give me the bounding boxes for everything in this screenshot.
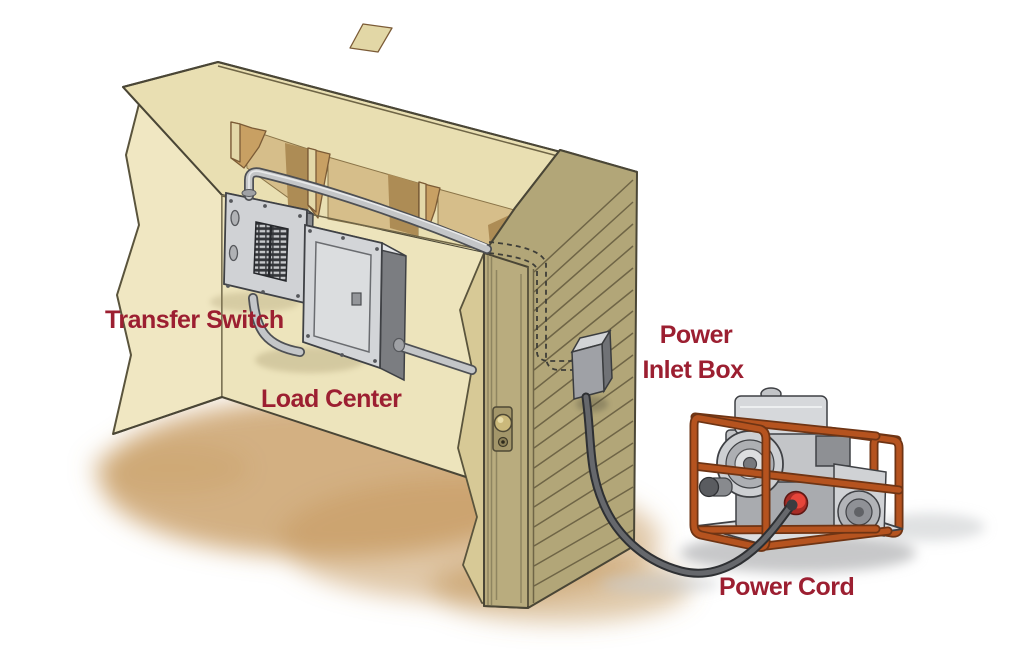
hidden-conduit-dashed — [488, 241, 573, 371]
diagram-labels: Transfer Switch Load Center Power Inlet … — [105, 306, 855, 601]
knob — [493, 413, 513, 433]
conduit-hub — [392, 337, 406, 353]
wall-bottom-line — [112, 396, 467, 478]
loadcenter-door — [313, 241, 372, 353]
knockout — [228, 244, 239, 262]
joist-face — [307, 147, 317, 213]
exterior-structure — [483, 149, 638, 609]
air-box — [815, 435, 851, 467]
electrical-conduit — [241, 167, 492, 375]
crankshaft-stub — [698, 476, 733, 498]
cord-plug — [786, 499, 798, 511]
roof-edge-line — [122, 61, 638, 173]
door-trim-lines — [487, 255, 522, 605]
knockout — [230, 209, 240, 227]
label-transfer-switch: Transfer Switch — [105, 306, 284, 334]
loadcenter-screws — [306, 229, 379, 363]
label-power-cord: Power Cord — [719, 573, 854, 601]
label-power-inlet-box-line1: Power — [660, 321, 733, 349]
loadcenter-latch — [351, 292, 362, 306]
entry-door — [483, 252, 535, 609]
loadcenter-side-face — [379, 241, 407, 382]
joist-face — [230, 121, 241, 163]
frame-mid-rail — [691, 463, 902, 493]
roof-spur — [349, 23, 393, 53]
door-knob — [492, 406, 513, 452]
frame-bottom-near-rail — [693, 526, 879, 533]
inletbox-front-face — [571, 343, 605, 400]
conduit-collar — [241, 189, 257, 197]
label-power-inlet-box-line2: Inlet Box — [642, 356, 744, 384]
label-load-center: Load Center — [261, 385, 402, 413]
ceiling-joists — [230, 23, 441, 231]
load-center-panel — [255, 223, 407, 382]
switch-screws — [226, 199, 302, 298]
power-cord — [581, 392, 798, 578]
